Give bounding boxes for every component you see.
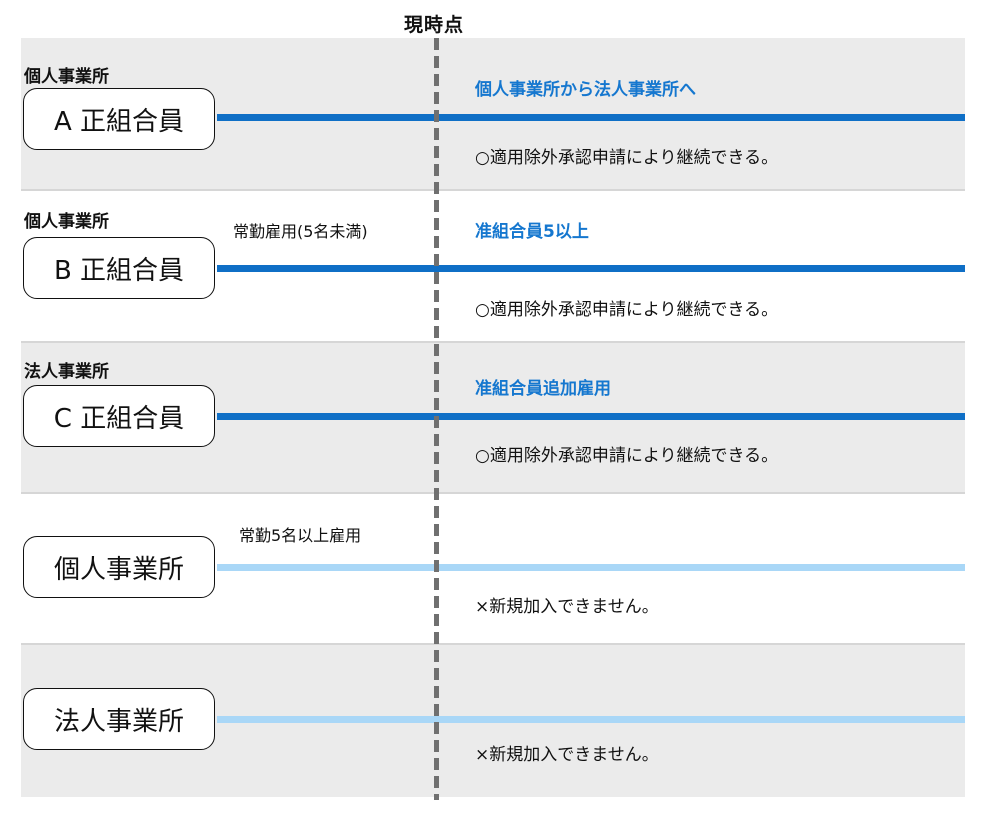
row-b: 個人事業所 常勤雇用(5名未満) B 正組合員 准組合員5以上 ○適用除外承認申… — [21, 191, 965, 341]
row-c-member-box: C 正組合員 — [23, 385, 215, 447]
row-b-condition: 常勤雇用(5名未満) — [233, 222, 368, 241]
row-e-timeline-line — [217, 716, 965, 723]
row-a-title: 個人事業所から法人事業所へ — [475, 80, 696, 100]
row-c-category-label: 法人事業所 — [24, 362, 109, 382]
row-e: 法人事業所 ×新規加入できません。 — [21, 645, 965, 797]
row-c: 法人事業所 C 正組合員 准組合員追加雇用 ○適用除外承認申請により継続できる。 — [21, 343, 965, 492]
row-divider — [21, 189, 965, 191]
row-b-timeline-line — [217, 265, 965, 272]
row-e-note: ×新規加入できません。 — [475, 745, 659, 765]
row-divider — [21, 643, 965, 645]
row-a: 個人事業所 A 正組合員 個人事業所から法人事業所へ ○適用除外承認申請により継… — [21, 38, 965, 189]
row-b-title: 准組合員5以上 — [475, 222, 589, 242]
row-b-member-box: B 正組合員 — [23, 237, 215, 299]
row-b-category-label: 個人事業所 — [24, 212, 109, 232]
row-c-timeline-line — [217, 413, 965, 420]
row-a-timeline-line — [217, 114, 965, 121]
current-point-dashed-line — [434, 38, 439, 800]
row-a-category-label: 個人事業所 — [24, 67, 109, 87]
row-d-note: ×新規加入できません。 — [475, 597, 659, 617]
row-divider — [21, 492, 965, 494]
row-b-note: ○適用除外承認申請により継続できる。 — [475, 300, 779, 320]
row-d-timeline-line — [217, 564, 965, 571]
row-c-title: 准組合員追加雇用 — [475, 379, 611, 399]
row-a-note: ○適用除外承認申請により継続できる。 — [475, 148, 779, 168]
row-d: 常勤5名以上雇用 個人事業所 ×新規加入できません。 — [21, 494, 965, 643]
row-divider — [21, 341, 965, 343]
row-d-condition: 常勤5名以上雇用 — [239, 526, 362, 545]
row-c-note: ○適用除外承認申請により継続できる。 — [475, 446, 779, 466]
row-e-business-box: 法人事業所 — [23, 688, 215, 750]
row-a-member-box: A 正組合員 — [23, 88, 215, 150]
current-point-label: 現時点 — [404, 14, 465, 36]
row-d-business-box: 個人事業所 — [23, 536, 215, 598]
